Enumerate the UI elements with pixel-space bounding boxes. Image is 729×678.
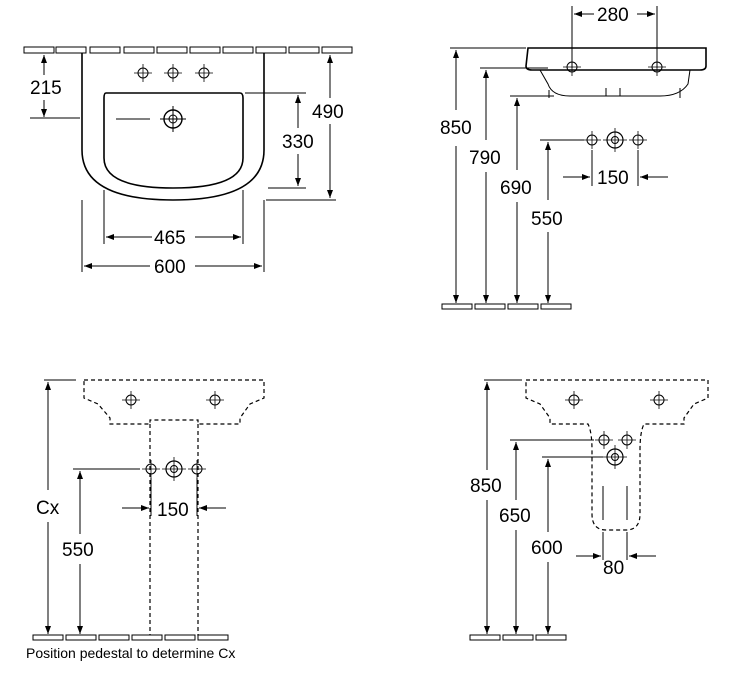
tap-hole-symbol [594, 430, 614, 450]
dim-550-label: 550 [62, 540, 94, 561]
tap-hole-symbol [617, 430, 637, 450]
tap-hole-symbol [649, 390, 669, 410]
tap-hole-symbol [121, 390, 141, 410]
wall-hatch [23, 46, 353, 54]
tap-hole-symbol [141, 459, 161, 479]
dim-690-label: 690 [500, 178, 532, 199]
floor-hatch [441, 303, 572, 310]
floor-hatch [32, 634, 229, 641]
tap-hole-symbol [133, 63, 153, 83]
tap-hole-symbol [187, 459, 207, 479]
dim-465-label: 465 [154, 228, 186, 249]
dim-150-label: 150 [597, 168, 629, 189]
pedestal-dashed-outline [149, 424, 199, 636]
floor-hatch [469, 634, 567, 641]
basin-dashed-outline [525, 379, 709, 531]
dim-550-label: 550 [531, 209, 563, 230]
tap-hole-symbol [647, 57, 667, 77]
dim-490-label: 490 [312, 102, 344, 123]
tap-hole-symbol [562, 57, 582, 77]
tap-hole-symbol [582, 130, 602, 150]
bowl-outline [103, 92, 244, 189]
dim-650-label: 650 [499, 506, 531, 527]
tap-hole-symbol [194, 63, 214, 83]
side-elevation-view: 280 850 790 690 550 [440, 5, 707, 310]
dim-280-label: 280 [597, 5, 629, 26]
tap-hole-symbol [205, 390, 225, 410]
pedestal-front-view: 150 Cx 550 Position pedestal to determin… [26, 379, 265, 661]
dim-cx-label: Cx [36, 498, 60, 519]
drain-symbol [116, 106, 186, 132]
dim-215-label: 215 [30, 78, 62, 99]
basin-front-profile [525, 47, 707, 71]
pedestal-note: Position pedestal to determine Cx [26, 645, 235, 661]
basin-outline [81, 53, 265, 201]
dim-330-label: 330 [282, 132, 314, 153]
dim-790-label: 790 [469, 148, 501, 169]
dim-80-label: 80 [603, 558, 624, 579]
tap-hole-symbol [163, 63, 183, 83]
dim-150-label: 150 [157, 500, 189, 521]
basin-dashed-outline [83, 379, 265, 425]
dim-600-label: 600 [154, 257, 186, 278]
dim-600-label: 600 [531, 538, 563, 559]
tap-hole-symbol [564, 390, 584, 410]
outlet-symbol [161, 456, 187, 482]
plan-view: 215 490 330 465 600 [23, 46, 353, 278]
outlet-symbol [602, 127, 628, 153]
pedestal-side-view: 850 650 600 80 [469, 379, 709, 641]
outlet-symbol [602, 444, 628, 470]
dim-850-label: 850 [470, 476, 502, 497]
tap-hole-symbol [628, 130, 648, 150]
dim-850-label: 850 [440, 118, 472, 139]
